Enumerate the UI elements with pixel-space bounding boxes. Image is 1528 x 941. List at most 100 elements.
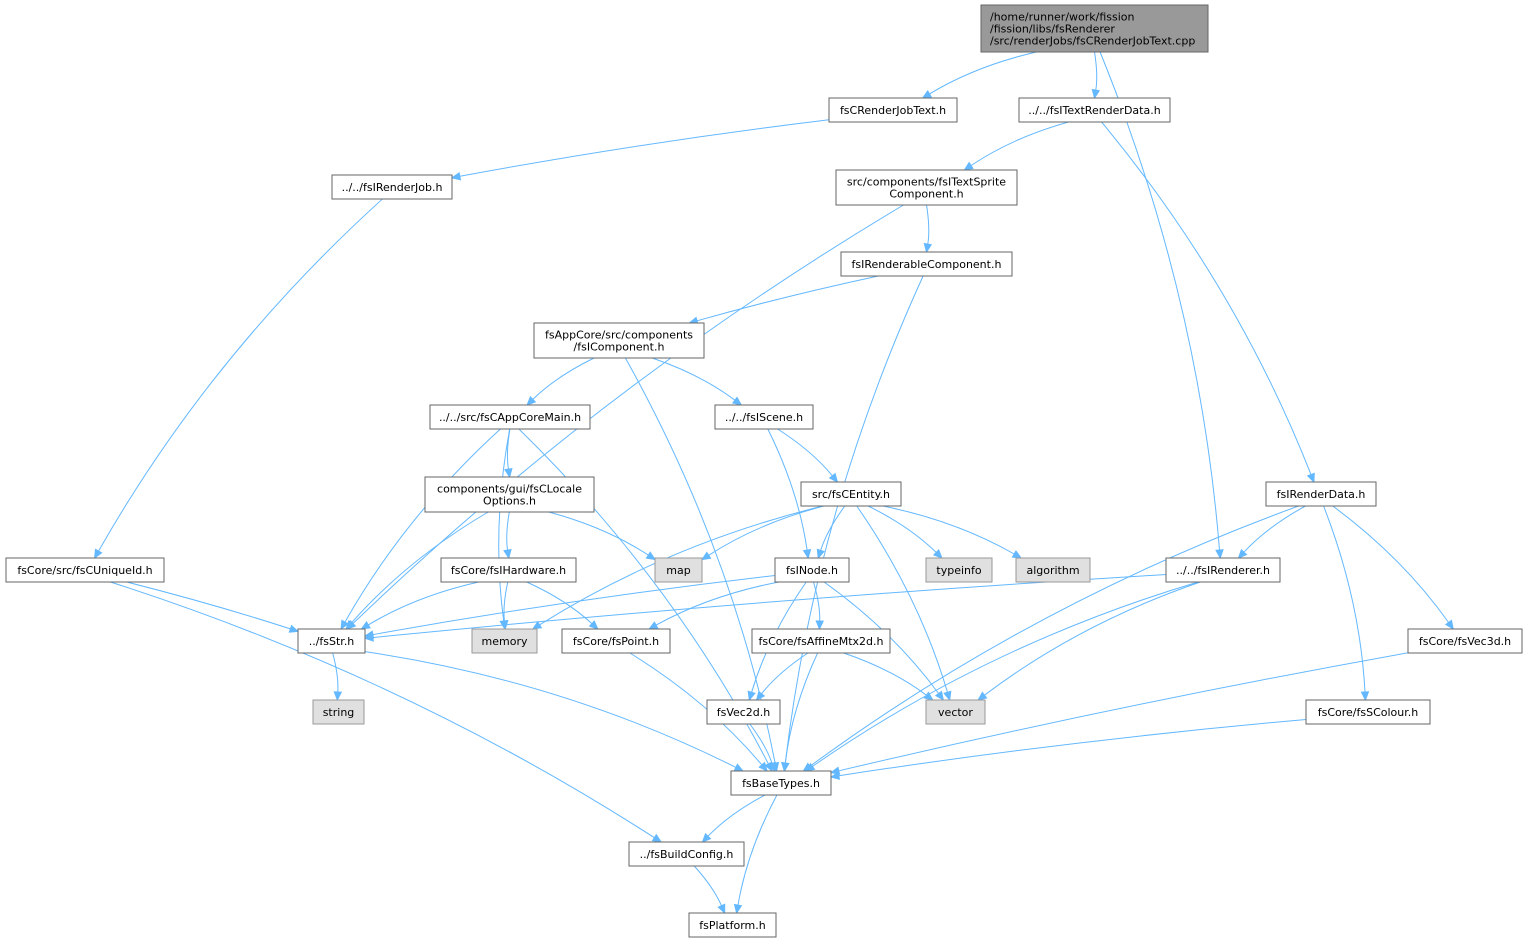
node-vec3d[interactable]: fsCore/fsVec3d.h — [1407, 628, 1523, 654]
edge-centity-to-memory — [531, 505, 823, 630]
node-irenderdata[interactable]: fsIRenderData.h — [1265, 481, 1377, 507]
node-buildconfig[interactable]: ../fsBuildConfig.h — [628, 841, 745, 867]
node-label: typeinfo — [936, 564, 981, 577]
node-label: fsAppCore/src/components — [545, 329, 693, 342]
node-platform[interactable]: fsPlatform.h — [688, 912, 777, 938]
node-cuniqueid[interactable]: fsCore/src/fsCUniqueId.h — [5, 557, 165, 583]
node-box — [1407, 628, 1523, 654]
edge-irenderdata-to-vec3d — [1332, 505, 1454, 631]
edge-line — [364, 651, 737, 768]
node-label: ../../fsITextRenderData.h — [1028, 104, 1160, 117]
node-iscene[interactable]: ../../fsIScene.h — [714, 404, 814, 430]
edge-arrowhead — [943, 690, 952, 702]
edge-arrowhead — [828, 472, 839, 483]
node-box — [429, 404, 591, 430]
node-centity[interactable]: src/fsCEntity.h — [800, 481, 902, 507]
edge-cuniqueid-to-buildconfig — [110, 581, 663, 843]
edge-line — [820, 505, 846, 551]
edge-arrowhead — [340, 619, 349, 631]
node-map[interactable]: map — [654, 557, 703, 583]
edge-line — [1332, 505, 1450, 623]
node-irenderable[interactable]: fsIRenderableComponent.h — [840, 251, 1013, 277]
edge-arrowhead — [288, 624, 300, 633]
edge-arrowhead — [923, 691, 934, 701]
node-scolour[interactable]: fsCore/fsSColour.h — [1305, 699, 1431, 725]
node-label: fsCore/src/fsCUniqueId.h — [17, 564, 152, 577]
edge-arrowhead — [816, 548, 825, 560]
edge-arrowhead — [526, 396, 537, 406]
node-box — [1015, 557, 1091, 583]
node-point[interactable]: fsCore/fsPoint.h — [561, 628, 671, 654]
node-vec2d[interactable]: fsVec2d.h — [706, 699, 781, 725]
edge-line — [926, 204, 930, 245]
node-icomponent[interactable]: fsAppCore/src/components/fsIComponent.h — [533, 322, 705, 359]
node-crenderjobtext[interactable]: fsCRenderJobText.h — [828, 97, 958, 123]
node-box — [471, 628, 538, 654]
edge-line — [459, 119, 830, 177]
edge-ihardware-to-point — [526, 581, 599, 630]
edge-line — [126, 581, 291, 630]
node-vector[interactable]: vector — [925, 699, 986, 725]
node-basetypes[interactable]: fsBaseTypes.h — [730, 770, 832, 796]
edge-scolour-to-basetypes — [829, 719, 1307, 780]
node-box — [800, 481, 902, 507]
edge-line — [749, 723, 773, 764]
node-root[interactable]: /home/runner/work/fission/fission/libs/f… — [980, 4, 1209, 53]
edge-affine-to-vec2d — [755, 652, 809, 701]
node-box — [533, 322, 705, 359]
node-inode[interactable]: fsINode.h — [774, 557, 850, 583]
edge-line — [784, 652, 819, 764]
node-string[interactable]: string — [312, 699, 365, 725]
edge-root-to-crenderjobtext — [921, 51, 1037, 99]
edge-line — [351, 511, 489, 624]
node-label: fsBaseTypes.h — [742, 777, 820, 790]
node-affine[interactable]: fsCore/fsAffineMtx2d.h — [751, 628, 891, 654]
edge-line — [777, 428, 833, 477]
edge-line — [708, 505, 824, 556]
node-cappcoremain[interactable]: ../../src/fsCAppCoreMain.h — [429, 404, 591, 430]
node-irenderer[interactable]: ../../fsIRenderer.h — [1165, 557, 1281, 583]
node-label: fsCore/fsVec3d.h — [1419, 635, 1511, 648]
edge-arrowhead — [923, 242, 933, 254]
edge-arrowhead — [934, 690, 945, 702]
edge-line — [498, 428, 511, 622]
edge-line — [761, 652, 809, 695]
node-label: /fission/libs/fsRenderer — [990, 23, 1115, 36]
edge-line — [332, 652, 339, 693]
node-itextrenderdata[interactable]: ../../fsITextRenderData.h — [1018, 97, 1171, 123]
edge-line — [882, 505, 1015, 555]
edge-arrowhead — [363, 633, 374, 642]
node-label: fsCRenderJobText.h — [840, 104, 946, 117]
node-irenderjob[interactable]: ../../fsIRenderJob.h — [331, 174, 453, 200]
edge-basetypes-to-buildconfig — [701, 794, 766, 843]
node-memory[interactable]: memory — [471, 628, 538, 654]
edge-arrowhead — [963, 161, 974, 171]
node-box — [688, 912, 777, 938]
edge-line — [929, 51, 1037, 95]
node-box — [840, 251, 1013, 277]
edge-line — [652, 357, 736, 401]
node-ihardware[interactable]: fsCore/fsIHardware.h — [440, 557, 577, 583]
node-label: /src/renderJobs/fsCRenderJobText.cpp — [990, 35, 1195, 48]
edge-centity-to-map — [700, 505, 824, 561]
node-box — [628, 841, 745, 867]
edge-arrowhead — [360, 620, 371, 630]
node-box — [561, 628, 671, 654]
node-layer: /home/runner/work/fission/fission/libs/f… — [5, 4, 1523, 938]
edge-arrowhead — [1360, 691, 1370, 702]
node-algorithm[interactable]: algorithm — [1015, 557, 1091, 583]
edge-line — [737, 794, 778, 906]
edge-line — [838, 652, 1409, 772]
edge-line — [1099, 51, 1220, 551]
node-str[interactable]: ../fsStr.h — [297, 628, 366, 654]
node-box — [440, 557, 577, 583]
node-box — [1265, 481, 1377, 507]
edge-line — [809, 505, 1299, 767]
edge-arrowhead — [755, 690, 766, 701]
node-label: ../../fsIScene.h — [725, 411, 803, 424]
edge-line — [784, 275, 924, 764]
node-typeinfo[interactable]: typeinfo — [925, 557, 993, 583]
